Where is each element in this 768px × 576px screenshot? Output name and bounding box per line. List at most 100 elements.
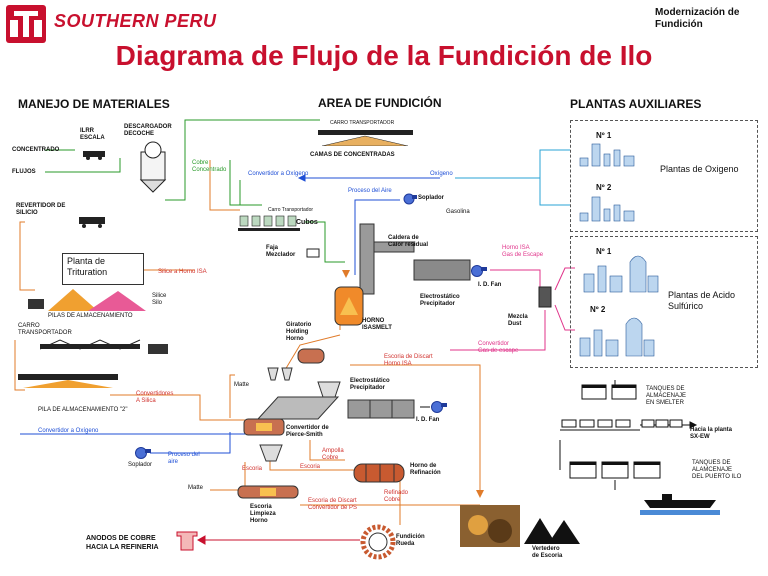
section-materials: MANEJO DE MATERIALES <box>18 97 170 111</box>
label-plantas-oxigeno: Plantas de Oxigeno <box>660 164 739 174</box>
slag-dump-icon <box>522 514 582 546</box>
label-anodos: ANODOS DE COBRE HACIA LA REFINERIA <box>86 535 159 551</box>
casting-wheel-icon <box>360 524 396 560</box>
oxygen-plant-2-icon <box>578 195 638 223</box>
trituration-plant: Planta de Trituration <box>62 253 144 285</box>
label-vertedero: Vertedero de Escoria <box>532 546 563 559</box>
boiler-icon <box>356 220 474 300</box>
label-giratorio: Giratorio Holding Horno <box>286 322 312 342</box>
label-escoria-limpieza: Escoria Limpieza Horno <box>250 504 276 524</box>
label-cubos: Cubos <box>296 219 318 226</box>
isasmelt-furnace-icon <box>332 283 366 329</box>
oxygen-plant-1-icon <box>578 142 638 168</box>
label-revertidor: REVERTIDOR DE SILICIO <box>16 203 66 216</box>
page-title: Diagrama de Flujo de la Fundición de Ilo <box>115 40 653 71</box>
slag-photo-icon <box>460 505 520 547</box>
rail-car-icon <box>82 150 106 160</box>
company-logo <box>6 5 46 43</box>
label-escoria-2: Escoria <box>300 464 321 470</box>
label-flujos: FLUJOS <box>12 169 36 175</box>
label-n1-oxygen: Nº 1 <box>596 131 612 140</box>
blower-top-icon <box>403 193 417 205</box>
section-auxiliary: PLANTAS AUXILIARES <box>570 97 702 111</box>
label-convertidor-oxigeno-top: Convertidor a Oxígeno <box>248 171 309 177</box>
mixer-icon <box>306 248 320 258</box>
label-carro-top: CARRO TRANSPORTADOR <box>330 120 395 126</box>
label-carro-mid: Carro Transportador <box>268 207 314 213</box>
label-proceso-aire-top: Proceso del Aire <box>348 188 392 194</box>
label-oxigeno: Oxígeno <box>430 171 453 177</box>
stockpile-2-icon <box>18 372 118 388</box>
label-convertidor-oxigeno-left: Convertidor a Oxígeno <box>38 428 99 434</box>
company-name: SOUTHERN PERU <box>54 11 217 31</box>
conveyor-stacker-icon <box>40 336 170 358</box>
acid-plant-2-icon <box>576 306 656 360</box>
label-n2-acid: Nº 2 <box>590 305 606 314</box>
label-refinado: Refinado Cobre <box>384 490 409 503</box>
ladle-top-icon <box>266 366 294 384</box>
label-electro-mid: Electrostático Precipitador <box>350 378 390 391</box>
label-caldera: Caldera de Calor residual <box>388 235 429 248</box>
label-faja: Faja Mezclador <box>266 245 296 258</box>
label-ampolla: Ampolla Cobre <box>322 448 344 461</box>
label-tanques-smelter: TANQUES DE ALMACENAJE EN SMELTER <box>646 386 687 406</box>
label-pilas: PILAS DE ALMACENAMIENTO <box>48 313 133 319</box>
label-idfan-top: I. D. Fan <box>478 282 502 288</box>
project-name: Modernización de Fundición <box>655 7 740 30</box>
label-soplador-left: Soplador <box>128 462 153 468</box>
id-fan-mid-icon <box>430 400 448 413</box>
storage-piles-icon <box>28 285 153 313</box>
conveyor-car-icon <box>78 216 106 228</box>
label-ilrr: ILRR ESCALA <box>80 128 105 141</box>
smelter-tanks-icon <box>580 383 640 401</box>
label-convertidor-gas: Convertidor Gas de escape <box>478 341 519 354</box>
label-tanques-puerto: TANQUES DE ALAMCENAJE DEL PUERTO ILO <box>692 460 742 480</box>
label-mezcla-dust: Mezcla Dust <box>508 314 528 327</box>
label-camas: CAMAS DE CONCENTRADAS <box>310 152 395 158</box>
dust-mixer-icon <box>538 286 552 308</box>
label-proceso-aire-left: Proceso del aire <box>168 452 200 465</box>
label-horno-isa-gas: Horno ISA Gas de Escape <box>502 245 544 258</box>
label-fundicion-rueda: Fundición Rueda <box>396 534 425 547</box>
label-concentrado: CONCENTRADO <box>12 147 60 153</box>
slag-cleaning-furnace-icon <box>236 482 300 502</box>
precipitator-mid-icon <box>346 398 416 420</box>
label-n1-acid: Nº 1 <box>596 247 612 256</box>
tank-train-left-icon <box>560 418 640 432</box>
ship-icon <box>640 492 720 516</box>
label-carro-left: CARRO TRANSPORTADOR <box>18 323 72 336</box>
label-escoria-discart-ps: Escoria de Discart Convertidor de PS <box>308 498 358 511</box>
label-n2-oxygen: Nº 2 <box>596 183 612 192</box>
label-escoria-discart-isa: Escoria de Discart Horno ISA <box>384 354 433 367</box>
label-descargador: DESCARGADOR DECOCHE <box>124 124 172 137</box>
refining-furnace-icon <box>350 460 408 486</box>
concentrate-beds-icon <box>318 128 413 146</box>
label-convertidor-ps: Convertidor de Pierce-Smith <box>286 425 329 438</box>
label-soplador-top: Soplador <box>418 195 445 201</box>
anode-icon <box>176 530 198 552</box>
label-gasolina: Gasolina <box>446 209 470 215</box>
section-smelter: AREA DE FUNDICIÓN <box>318 96 442 110</box>
acid-plants-box <box>570 236 758 368</box>
label-silice-horno: Silice a Horno ISA <box>158 269 207 275</box>
label-idfan-mid: I. D. Fan <box>416 417 440 423</box>
label-convertidores-silice: Convertidores A Silica <box>136 391 174 404</box>
unloader-silo-icon <box>138 140 168 195</box>
label-plantas-acido: Plantas de Acido Sulfúrico <box>668 290 736 311</box>
label-silice-silo: Silice Silo <box>152 293 167 306</box>
tank-train-right-icon <box>640 418 684 432</box>
label-hacia-planta: Hacia la planta SX-EW <box>690 427 733 440</box>
label-matte-bottom: Matte <box>188 485 204 491</box>
holding-furnace-icon <box>296 346 326 368</box>
label-matte-top: Matte <box>234 382 250 388</box>
oxygen-plants-box <box>570 120 758 232</box>
port-tanks-icon <box>568 460 664 480</box>
acid-plant-1-icon <box>580 246 660 296</box>
id-fan-top-icon <box>470 264 488 277</box>
label-electro-top: Electrostático Precipitador <box>420 294 460 307</box>
label-horno-isa: HORNO ISASMELT <box>362 318 392 331</box>
label-escoria-1: Escoria <box>242 466 263 472</box>
hopper-bins-icon <box>238 214 300 232</box>
label-horno-refinacion: Horno de Refinación <box>410 463 441 476</box>
